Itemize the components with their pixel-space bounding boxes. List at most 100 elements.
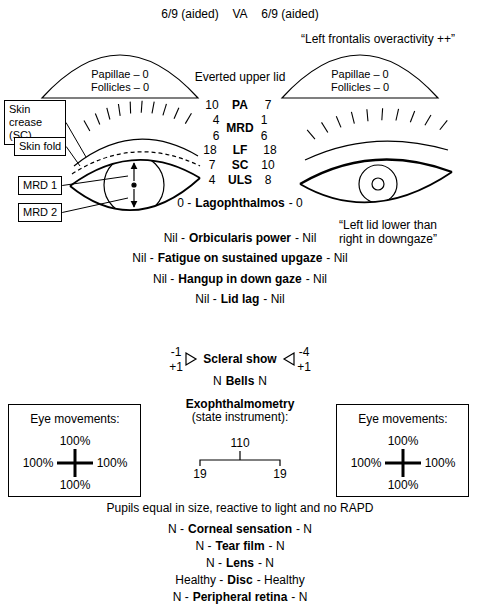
pupil (372, 178, 384, 190)
label: N - (195, 539, 211, 553)
label: -1 (171, 345, 182, 359)
leader-line (62, 198, 128, 213)
label: Corneal sensation (188, 522, 292, 536)
label: “Left frontalis overactivity ++” (301, 32, 455, 46)
finding-row: 0 -Lagophthalmos- 0 (177, 196, 302, 210)
label: ULS (228, 173, 252, 187)
node-text: Papillae – 0 (91, 68, 149, 81)
label: 0 - (177, 196, 191, 210)
label: - N (296, 522, 312, 536)
label: 7 (265, 98, 272, 112)
label: 110 (230, 436, 249, 450)
label: Pupils equal in size, reactive to light … (107, 501, 374, 515)
label: N (213, 374, 222, 388)
label: - Nil (263, 292, 284, 306)
node-text: 100% (60, 434, 91, 448)
mrd-box: MRD 1 (18, 176, 62, 195)
label: Fatigue on sustained upgaze (158, 251, 323, 265)
eyelash (84, 121, 90, 131)
label: Nil - (132, 251, 153, 265)
skin-fold-box: Skin fold (14, 137, 66, 156)
lower-lid (70, 178, 200, 210)
scleral-arrow (186, 353, 196, 365)
finding-row: N -Corneal sensation- N (168, 522, 312, 536)
label: 7 (209, 158, 216, 172)
label: Hangup in down gaze (178, 272, 301, 286)
light-reflex (132, 183, 136, 187)
label: 1 (261, 113, 268, 127)
label: N - (173, 590, 189, 604)
label: - Nil (295, 231, 316, 245)
label: - 0 (289, 196, 303, 210)
leader-line (62, 176, 128, 186)
label: 6/9 (aided) (161, 7, 218, 21)
eyelash (107, 108, 110, 120)
eyelash (307, 130, 315, 139)
mrd2-arrow (133, 189, 134, 207)
cross-symbol (385, 449, 421, 477)
eyelash (322, 122, 328, 132)
finding-row: Nil -Lid lag- Nil (195, 292, 284, 306)
node-text: Eye movements: (358, 412, 447, 426)
label: Everted upper lid (195, 70, 286, 84)
label: - N (269, 539, 285, 553)
upper-lid (70, 160, 200, 186)
label: MRD (226, 121, 253, 135)
eyelash (163, 104, 167, 115)
label: +1 (169, 360, 183, 374)
node-text: MRD 1 (23, 179, 57, 192)
label: Bells (226, 374, 255, 388)
label: 6 (213, 129, 220, 143)
finding-row: Nil -Orbicularis power- Nil (164, 231, 317, 245)
node-text: Follicles – 0 (331, 81, 389, 94)
label: 4 (209, 173, 216, 187)
label: 19 (193, 467, 206, 481)
finding-row: N -Tear film- N (195, 539, 284, 553)
everted-lid: Papillae – 0Follicles – 0 (40, 42, 200, 100)
node-text: Eye movements: (30, 412, 119, 426)
finding-row: N -Lens- N (206, 556, 274, 570)
label: +1 (297, 360, 311, 374)
label: 10 (205, 98, 218, 112)
leader-line (66, 123, 86, 158)
skin-fold-line (72, 152, 200, 174)
lid-arc (282, 55, 438, 98)
label: N - (206, 556, 222, 570)
eyelash (381, 108, 383, 120)
label: N (258, 374, 267, 388)
node-text: 100% (351, 456, 382, 470)
everted-lid: Papillae – 0Follicles – 0 (280, 42, 440, 100)
label: 8 (265, 173, 272, 187)
label: Lid lag (221, 292, 260, 306)
label: SC (232, 158, 249, 172)
eyelash (141, 101, 143, 113)
finding-row: NBellsN (213, 374, 267, 388)
label: Scleral show (203, 352, 276, 366)
node-text: 100% (23, 456, 54, 470)
eye-movements-box: Eye movements:100%100%100%100% (336, 404, 469, 497)
eyelash (336, 116, 341, 127)
label: (state instrument): (192, 410, 289, 424)
eye-movements-box: Eye movements:100%100%100%100% (8, 404, 141, 497)
finding-row: Nil -Hangup in down gaze- Nil (153, 272, 327, 286)
label: - N (291, 590, 307, 604)
label: - Healthy (257, 573, 305, 587)
iris (359, 165, 397, 203)
label: Lens (226, 556, 254, 570)
node-text: Follicles – 0 (91, 81, 149, 94)
node-text: 100% (60, 478, 91, 492)
node-text: MRD 2 (23, 206, 57, 219)
cross-symbol (57, 449, 93, 477)
finding-row: Healthy -Disc- Healthy (175, 573, 304, 587)
node-text: Papillae – 0 (331, 68, 389, 81)
eyelash (174, 108, 179, 119)
exophthalmometry-bracket (200, 451, 280, 466)
mrd1-arrow (133, 163, 134, 181)
node-text: Skin fold (19, 140, 61, 153)
label: - Nil (306, 272, 327, 286)
finding-row: Nil -Fatigue on sustained upgaze- Nil (132, 251, 347, 265)
node-text: 100% (388, 478, 419, 492)
lower-lid (300, 172, 452, 202)
skin-crease-line (305, 141, 448, 160)
